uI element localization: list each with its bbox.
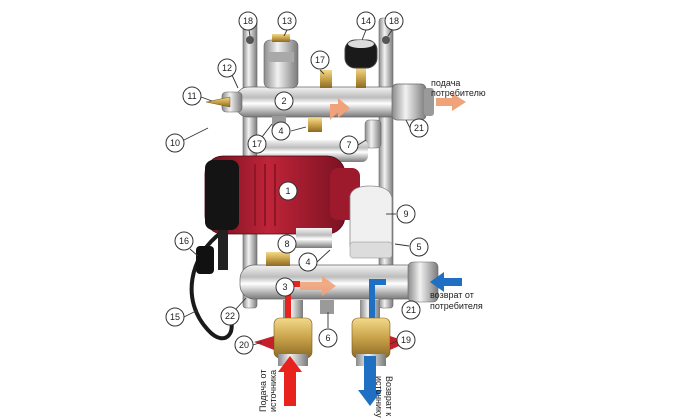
svg-text:11: 11 <box>187 91 196 101</box>
internal-warm-arrow-upper <box>330 98 350 120</box>
supply-source-arrow <box>278 356 302 406</box>
svg-text:18: 18 <box>243 16 253 26</box>
return-consumer-label-line2: потребителя <box>430 301 483 311</box>
callout-3: 3 <box>275 277 295 297</box>
callout-2: 2 <box>274 91 294 111</box>
ball-valve-left <box>273 317 313 359</box>
callouts: 1 2 3 4 4 5 6 <box>165 11 429 355</box>
return-consumer-arrow <box>430 272 462 292</box>
svg-text:9: 9 <box>403 209 408 219</box>
svg-text:17: 17 <box>315 55 325 65</box>
svg-text:10: 10 <box>170 138 180 148</box>
svg-text:возврат от: возврат от <box>430 290 474 300</box>
manifold-hardware <box>189 17 439 366</box>
callout-5: 5 <box>394 237 429 257</box>
return-source-label-line1: Возврат к <box>384 376 394 416</box>
brass-probe <box>205 96 231 108</box>
callout-7: 7 <box>339 135 367 155</box>
internal-warm-arrow-lower <box>300 276 336 296</box>
svg-text:13: 13 <box>282 16 292 26</box>
supply-consumer-arrow <box>436 93 466 111</box>
svg-text:14: 14 <box>361 16 371 26</box>
callout-20: 20 <box>234 335 263 355</box>
svg-text:15: 15 <box>170 312 180 322</box>
svg-text:8: 8 <box>284 239 289 249</box>
lower-manifold <box>239 264 433 300</box>
callout-4-upper: 4 <box>271 121 307 141</box>
callout-18-right: 18 <box>384 11 404 37</box>
callout-9: 9 <box>386 204 416 224</box>
callout-13: 13 <box>277 11 297 37</box>
svg-text:потребителя: потребителя <box>430 301 483 311</box>
callout-21-upper: 21 <box>405 118 429 138</box>
air-vent <box>263 39 299 89</box>
svg-text:Подача от: Подача от <box>258 370 268 412</box>
cold-loop-arrow <box>369 279 386 318</box>
right-bracket <box>378 17 394 309</box>
return-source-label-line2: источнику <box>374 376 384 418</box>
svg-text:источника: источника <box>268 370 278 412</box>
callout-4-lower: 4 <box>298 249 331 272</box>
svg-text:1: 1 <box>285 186 290 196</box>
callout-17-lower: 17 <box>247 123 273 154</box>
callout-12: 12 <box>217 58 239 89</box>
callout-17-upper: 17 <box>310 50 330 75</box>
callout-1: 1 <box>278 181 298 201</box>
svg-text:источнику: источнику <box>374 376 384 418</box>
svg-text:5: 5 <box>416 242 421 252</box>
callout-22: 22 <box>220 297 247 326</box>
svg-text:20: 20 <box>239 340 249 350</box>
callout-19: 19 <box>389 330 416 350</box>
svg-text:17: 17 <box>252 139 262 149</box>
svg-text:2: 2 <box>281 96 286 106</box>
svg-text:19: 19 <box>401 335 411 345</box>
supply-consumer-label-line1: подача <box>431 78 460 88</box>
callout-8: 8 <box>277 234 297 254</box>
svg-text:6: 6 <box>325 333 330 343</box>
svg-text:4: 4 <box>278 126 283 136</box>
callout-21-lower: 21 <box>401 300 421 320</box>
callout-14: 14 <box>356 11 376 41</box>
svg-text:16: 16 <box>179 236 189 246</box>
callout-16: 16 <box>174 231 199 257</box>
callout-6: 6 <box>318 312 338 348</box>
return-consumer-label-line1: возврат от <box>430 290 474 300</box>
callout-11: 11 <box>182 86 213 106</box>
svg-text:Возврат к: Возврат к <box>384 376 394 416</box>
svg-text:21: 21 <box>406 305 416 315</box>
callout-15: 15 <box>165 307 199 327</box>
svg-text:18: 18 <box>389 16 399 26</box>
svg-text:12: 12 <box>222 63 232 73</box>
svg-text:7: 7 <box>346 140 351 150</box>
svg-text:22: 22 <box>225 311 235 321</box>
return-source-arrow <box>358 356 382 406</box>
svg-text:потребителю: потребителю <box>431 88 486 98</box>
callout-10: 10 <box>165 127 209 153</box>
supply-source-label-line2: источника <box>268 370 278 412</box>
svg-text:4: 4 <box>305 257 310 267</box>
svg-text:3: 3 <box>282 282 287 292</box>
callout-18-left: 18 <box>238 11 258 37</box>
supply-consumer-label-line2: потребителю <box>431 88 486 98</box>
supply-source-label-line1: Подача от <box>258 370 268 412</box>
flow-labels: подача потребителю возврат от потребител… <box>258 78 486 418</box>
svg-text:21: 21 <box>414 123 424 133</box>
ball-valve-right <box>351 317 391 359</box>
svg-text:подача: подача <box>431 78 460 88</box>
